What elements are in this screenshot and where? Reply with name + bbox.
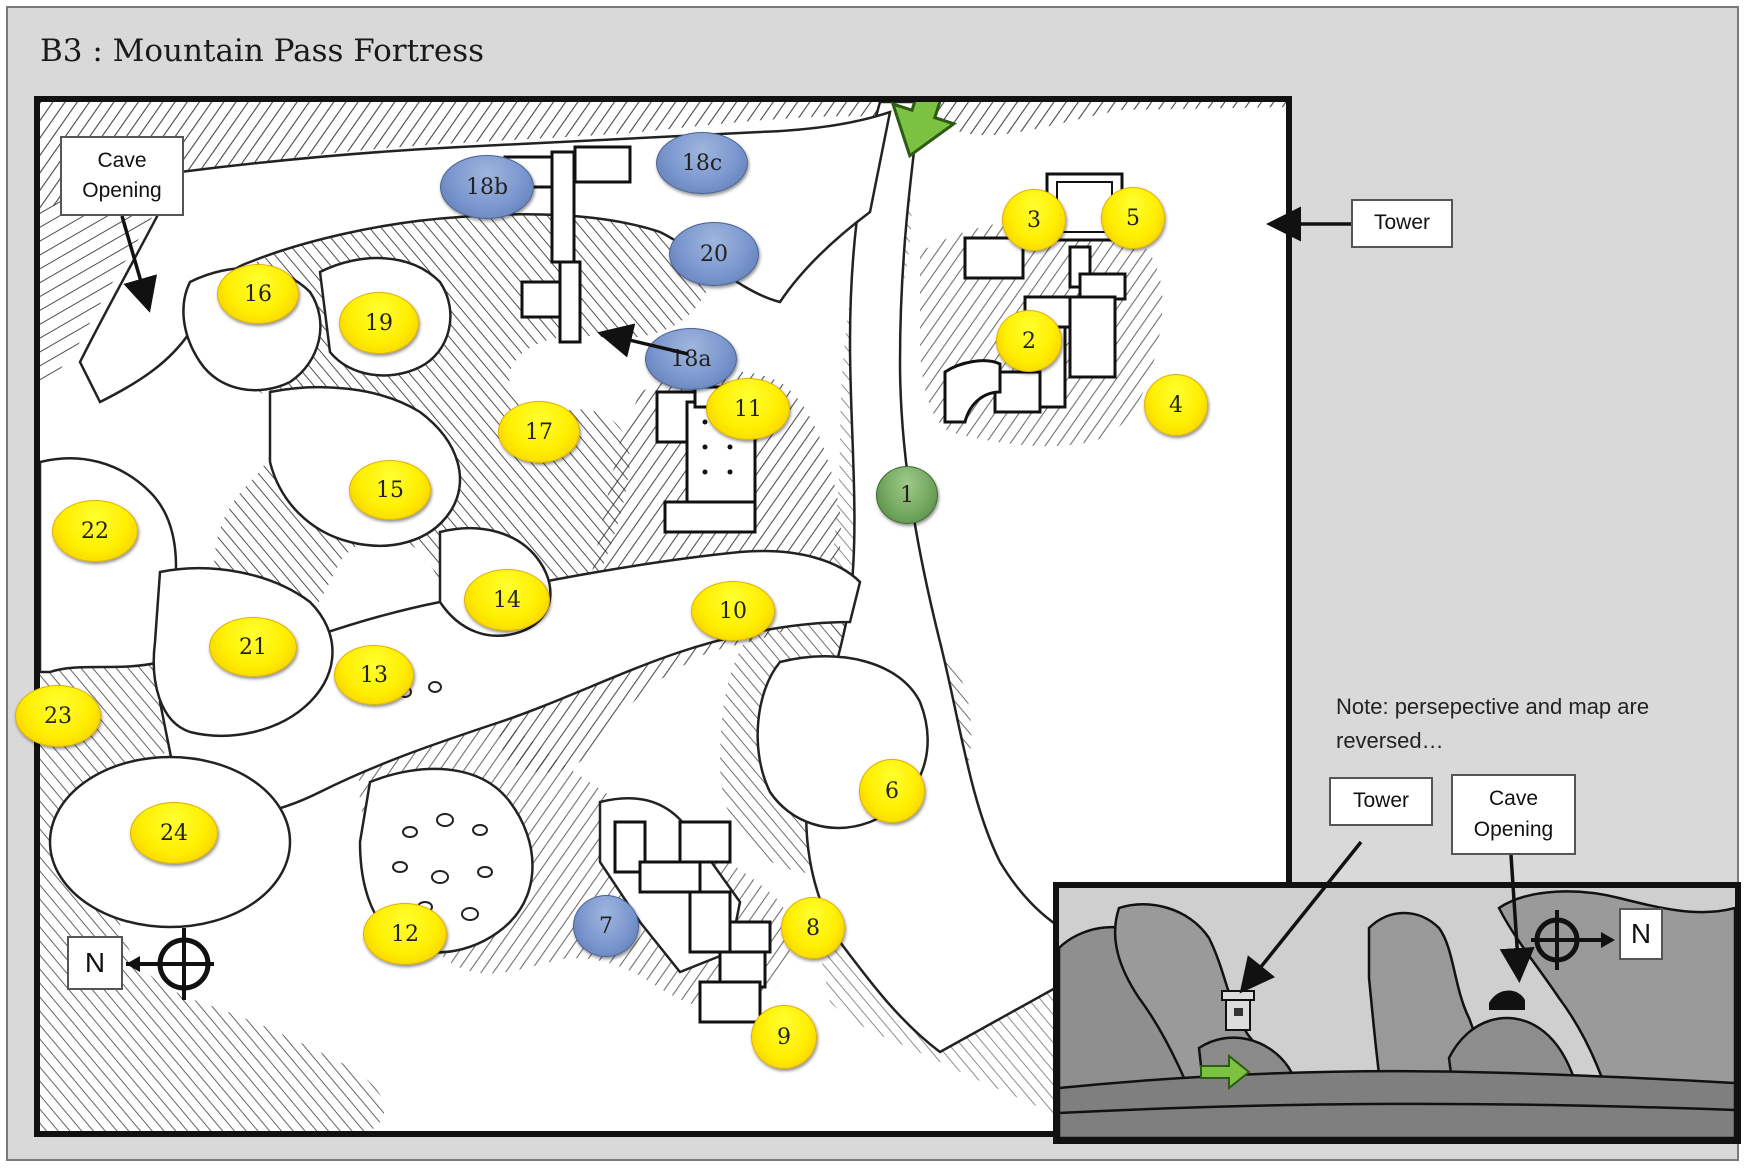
marker-16[interactable]: 16 (217, 264, 299, 324)
marker-8[interactable]: 8 (781, 897, 845, 959)
marker-11[interactable]: 11 (706, 378, 790, 440)
marker-6[interactable]: 6 (859, 759, 925, 823)
marker-14[interactable]: 14 (464, 569, 550, 631)
perspective-inset: N (1053, 882, 1741, 1144)
south-building (613, 820, 772, 1024)
note-text: Note: persepective and map are reversed… (1336, 694, 1650, 754)
page-title: B3 : Mountain Pass Fortress (40, 33, 485, 69)
inset-compass-icon (1531, 910, 1615, 970)
marker-17[interactable]: 17 (498, 401, 580, 463)
marker-20[interactable]: 20 (669, 222, 759, 286)
marker-2[interactable]: 2 (996, 310, 1062, 372)
marker-1[interactable]: 1 (876, 466, 938, 524)
tower-label: Tower (1351, 199, 1453, 248)
marker-21[interactable]: 21 (209, 617, 297, 677)
inset-drawing (1059, 888, 1735, 1138)
cave-opening-label: Cave Opening (60, 136, 184, 216)
marker-23[interactable]: 23 (15, 685, 101, 747)
marker-18b[interactable]: 18b (440, 155, 534, 219)
marker-3[interactable]: 3 (1002, 189, 1066, 251)
marker-7[interactable]: 7 (573, 895, 639, 957)
inset-cave-opening-label: Cave Opening (1451, 774, 1576, 855)
entrance-arrow-icon (890, 102, 958, 159)
marker-12[interactable]: 12 (363, 903, 447, 965)
marker-10[interactable]: 10 (691, 581, 775, 641)
compass-icon (126, 928, 214, 1000)
marker-13[interactable]: 13 (334, 645, 414, 705)
marker-19[interactable]: 19 (339, 292, 419, 354)
inset-tower-label: Tower (1329, 777, 1433, 826)
marker-4[interactable]: 4 (1144, 374, 1208, 436)
marker-24[interactable]: 24 (130, 802, 218, 864)
inset-arrow-icon (1200, 1053, 1251, 1091)
marker-5[interactable]: 5 (1101, 187, 1165, 249)
inset-north-label: N (1619, 908, 1663, 960)
map-drawing (40, 102, 1286, 1131)
marker-9[interactable]: 9 (751, 1005, 817, 1069)
north-label: N (67, 936, 123, 990)
inset-tower-icon (1221, 990, 1255, 1031)
marker-18a[interactable]: 18a (645, 328, 737, 390)
marker-18c[interactable]: 18c (656, 132, 748, 194)
marker-22[interactable]: 22 (52, 500, 138, 562)
marker-15[interactable]: 15 (349, 460, 431, 520)
